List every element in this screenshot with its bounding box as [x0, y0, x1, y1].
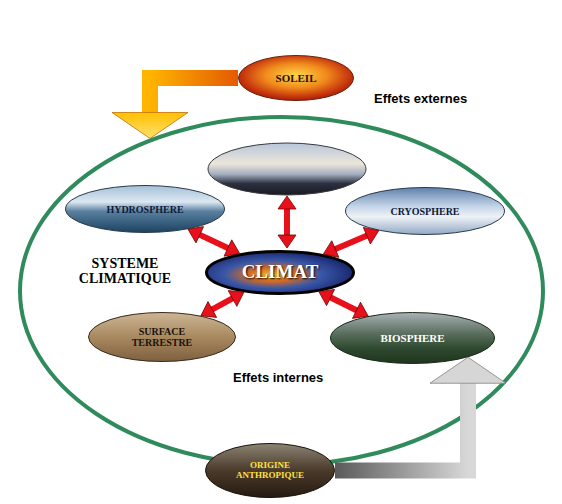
node-text: SOLEIL	[276, 72, 317, 84]
arrow-line	[211, 298, 233, 310]
oval-shape	[66, 186, 225, 233]
arrow-head	[278, 196, 296, 209]
node-text: ORIGINE ANTHROPIQUE	[225, 461, 315, 481]
component-oval: HYDROSPHERE	[65, 185, 225, 233]
anthropic-oval: ORIGINE ANTHROPIQUE	[205, 443, 335, 498]
sky-oval	[208, 143, 366, 195]
component-oval: CRYOSPHERE	[345, 187, 505, 235]
connector-arrow	[201, 291, 244, 318]
sun-oval: SOLEIL	[238, 55, 354, 101]
double-arrow-line	[284, 208, 290, 236]
region-label: Effets internes	[233, 370, 323, 385]
arrow-head	[278, 235, 296, 248]
node-text: SURFACE TERRESTRE	[122, 326, 202, 348]
oval-shape	[346, 188, 505, 235]
connector-arrow	[319, 289, 368, 318]
oval-shape	[207, 252, 354, 294]
region-label: Effets externes	[374, 91, 467, 106]
component-oval: BIOSPHERE	[330, 312, 495, 364]
arrow-head	[188, 227, 204, 243]
climate-oval: CLIMAT	[205, 250, 355, 295]
connector-arrow	[188, 227, 240, 257]
connector-arrow	[335, 357, 506, 470]
arrow-band	[150, 78, 238, 112]
node-text: BIOSPHERE	[380, 332, 444, 344]
connector-arrow	[323, 227, 378, 257]
arrow-head	[228, 291, 244, 307]
connector-arrow	[112, 78, 238, 138]
node-text: SYSTEME CLIMATIQUE	[70, 256, 180, 287]
arrow-head	[112, 112, 188, 138]
component-oval: SURFACE TERRESTRE	[88, 312, 236, 362]
node-text: HYDROSPHERE	[106, 204, 183, 215]
node-text: CRYOSPHERE	[390, 206, 459, 217]
arrow-line	[199, 234, 229, 248]
oval-shape	[20, 117, 543, 465]
arrow-head	[224, 240, 240, 256]
oval-shape	[89, 313, 236, 362]
oval-shape	[239, 56, 354, 101]
arrow-line	[330, 297, 358, 311]
arrow-head	[353, 302, 369, 318]
oval-shape	[206, 444, 335, 498]
arrow-head	[201, 302, 217, 318]
node-text: CLIMAT	[242, 262, 319, 283]
oval-shape	[331, 313, 495, 364]
arrow-head	[319, 289, 335, 305]
arrow-line	[334, 235, 367, 249]
